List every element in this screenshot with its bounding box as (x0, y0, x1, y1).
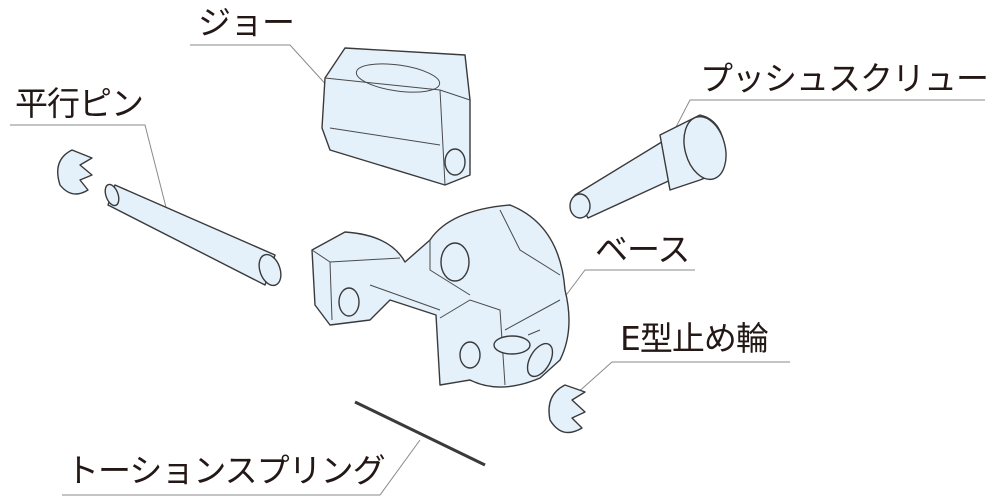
leader-torsion-spring (62, 439, 421, 496)
base-part (311, 204, 570, 388)
label-e-ring: E型止め輪 (620, 319, 769, 358)
label-jaw: ジョー (198, 3, 295, 42)
leader-jaw (190, 44, 341, 102)
jaw-part (321, 47, 471, 186)
label-torsion-spring: トーションスプリング (66, 451, 386, 490)
torsion-spring-part (354, 400, 486, 467)
label-push-screw: プッシュスクリュー (700, 59, 989, 98)
e-ring-right (548, 384, 586, 434)
e-ring-left (57, 149, 93, 195)
label-parallel-pin: 平行ピン (15, 84, 144, 123)
leader-parallel-pin (10, 124, 169, 216)
push-screw-part (569, 114, 727, 219)
leader-e-ring (574, 361, 790, 396)
label-base: ベース (595, 230, 690, 269)
parallel-pin-part (104, 183, 282, 287)
